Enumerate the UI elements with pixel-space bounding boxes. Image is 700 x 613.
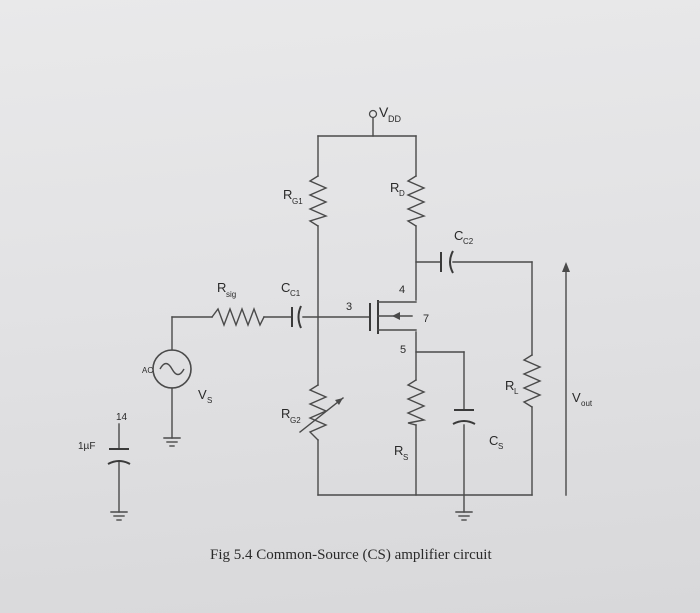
node-7-label: 7 bbox=[423, 313, 429, 325]
vs-subscript: S bbox=[207, 396, 212, 405]
capacitor-value-label: 1µF bbox=[78, 441, 95, 452]
resistor-rg2-variable: R G2 bbox=[281, 384, 344, 441]
vdd-terminal: V DD bbox=[368, 104, 401, 124]
rg2-label: R bbox=[281, 406, 290, 421]
mosfet-transistor: 3 4 7 5 bbox=[346, 284, 429, 356]
node-5-label: 5 bbox=[400, 344, 406, 356]
node-14-label: 14 bbox=[116, 412, 128, 423]
vout-arrow: V out bbox=[562, 262, 593, 496]
cc2-label: C bbox=[454, 228, 463, 243]
cc1-label: C bbox=[281, 280, 290, 295]
ground-symbol-cap bbox=[110, 511, 128, 521]
resistor-rg1: R G1 bbox=[283, 175, 328, 227]
ac-voltage-source: AC V S bbox=[142, 349, 212, 405]
rl-subscript: L bbox=[514, 387, 519, 396]
ground-symbol-cs bbox=[455, 511, 473, 521]
vout-subscript: out bbox=[581, 399, 593, 408]
ac-label: AC bbox=[142, 366, 153, 375]
node-4-label: 4 bbox=[399, 284, 405, 296]
vs-label: V bbox=[198, 387, 207, 402]
cs-label: C bbox=[489, 433, 498, 448]
rs-subscript: S bbox=[403, 453, 408, 462]
ground-symbol-source bbox=[163, 437, 181, 447]
rs-label: R bbox=[394, 443, 403, 458]
capacitor-1uf: 1µF 14 bbox=[78, 412, 131, 465]
rsig-subscript: sig bbox=[226, 290, 236, 299]
resistor-rs: R S bbox=[394, 379, 427, 462]
cs-subscript: S bbox=[498, 442, 503, 451]
rl-label: R bbox=[505, 378, 514, 393]
vout-label: V bbox=[572, 390, 581, 405]
resistor-rd: R D bbox=[390, 175, 426, 227]
wires bbox=[118, 117, 533, 513]
cc1-subscript: C1 bbox=[290, 289, 301, 298]
rg1-label: R bbox=[283, 187, 292, 202]
capacitor-cs: C S bbox=[452, 409, 503, 451]
capacitor-cc1: C C1 bbox=[281, 280, 302, 329]
rd-label: R bbox=[390, 180, 399, 195]
vdd-label: V bbox=[379, 104, 389, 120]
resistor-rsig: R sig bbox=[211, 280, 265, 327]
resistor-rl: R L bbox=[505, 354, 542, 408]
rsig-label: R bbox=[217, 280, 226, 295]
figure-caption: Fig 5.4 Common-Source (CS) amplifier cir… bbox=[210, 547, 492, 563]
rg1-subscript: G1 bbox=[292, 197, 303, 206]
vdd-subscript: DD bbox=[388, 114, 401, 124]
capacitor-cc2: C C2 bbox=[440, 228, 474, 274]
node-3-label: 3 bbox=[346, 301, 352, 313]
cc2-subscript: C2 bbox=[463, 237, 474, 246]
rd-subscript: D bbox=[399, 189, 405, 198]
rg2-subscript: G2 bbox=[290, 416, 301, 425]
